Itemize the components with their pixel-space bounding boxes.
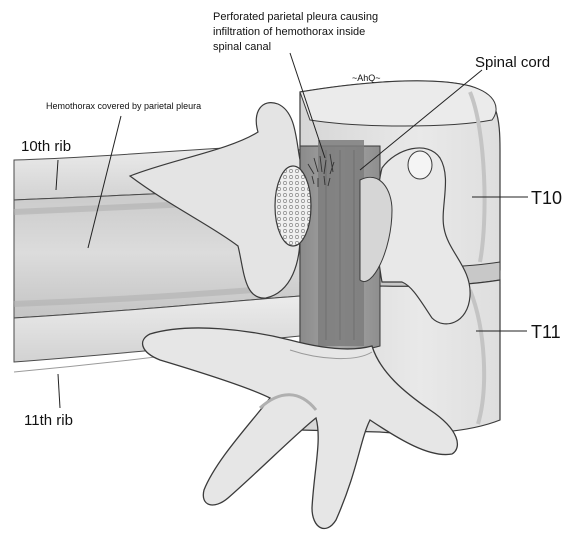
- rib-cross-section: [275, 166, 311, 246]
- artist-signature: ~AhQ~: [352, 73, 381, 83]
- label-t11: T11: [531, 322, 561, 342]
- label-perforated-1: Perforated parietal pleura causing: [213, 11, 378, 23]
- label-perforated-3: spinal canal: [213, 41, 271, 53]
- label-perforated-2: infiltration of hemothorax inside: [213, 26, 365, 38]
- label-hemothorax: Hemothorax covered by parietal pleura: [46, 101, 201, 111]
- label-rib11: 11th rib: [24, 412, 73, 429]
- leader-rib11: [58, 374, 60, 408]
- label-spinal-cord: Spinal cord: [475, 54, 550, 71]
- label-t10: T10: [531, 188, 562, 208]
- spinal-cord: [318, 140, 364, 346]
- label-rib10: 10th rib: [21, 138, 71, 155]
